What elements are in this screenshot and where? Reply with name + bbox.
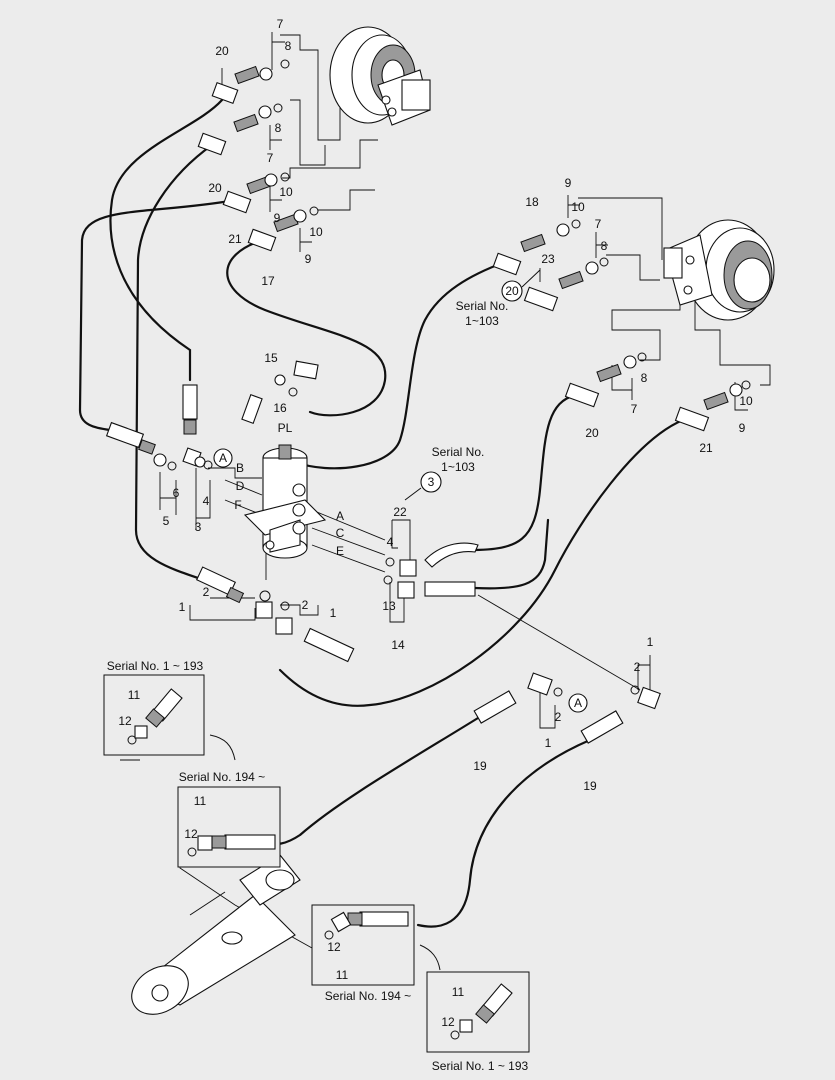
serial-note: Serial No. <box>456 299 509 313</box>
part-number: 7 <box>595 217 602 231</box>
port-label-a-right: A <box>336 509 344 523</box>
part-number: 11 <box>128 688 141 702</box>
part-number: 12 <box>184 827 198 841</box>
hose-20-upper <box>109 98 224 382</box>
part-number: 13 <box>382 599 396 613</box>
part-number: 19 <box>473 759 487 773</box>
part-number: 20 <box>215 44 229 58</box>
callout-20-circle <box>501 280 523 302</box>
part-number: 9 <box>739 421 746 435</box>
serial-note-box-1: Serial No. 1 ~ 193 <box>107 659 204 673</box>
swivel-joint <box>243 444 327 559</box>
part-number: 8 <box>601 239 608 253</box>
part-number: 10 <box>279 185 293 199</box>
port-A-left-circle <box>213 448 233 468</box>
port-label-e: E <box>336 544 344 558</box>
part-number: 12 <box>327 940 341 954</box>
travel-motor-top <box>329 26 431 126</box>
inset-box-3 <box>311 904 415 986</box>
part-number: 8 <box>641 371 648 385</box>
hoses <box>78 98 685 928</box>
callout-20: 20 <box>505 284 519 298</box>
part-number: 3 <box>195 520 202 534</box>
boom-cylinder <box>131 854 301 1015</box>
serial-note-box-2: Serial No. 194 ~ <box>179 770 265 784</box>
inset-box-1 <box>103 674 205 756</box>
part-number: 7 <box>277 17 284 31</box>
part-number: 22 <box>393 505 407 519</box>
part-number: 20 <box>208 181 222 195</box>
part-number: 20 <box>585 426 599 440</box>
part-number: 2 <box>203 585 210 599</box>
serial-note: Serial No. <box>432 445 485 459</box>
callout-3-circle <box>420 471 442 493</box>
hose-19-left <box>268 716 480 846</box>
port-label-c: C <box>336 526 345 540</box>
part-number: 2 <box>634 660 641 674</box>
part-number: 9 <box>565 176 572 190</box>
transfer-arrow-left <box>209 734 236 761</box>
part-number: 2 <box>302 598 309 612</box>
part-number: 8 <box>275 121 282 135</box>
hose-18 <box>293 260 507 470</box>
port-label-f: F <box>234 498 241 512</box>
part-number: 23 <box>541 252 555 266</box>
hose-20-right <box>468 393 578 552</box>
part-number: 18 <box>525 195 539 209</box>
part-number: 8 <box>285 39 292 53</box>
part-number: 9 <box>305 252 312 266</box>
hose-21-left <box>78 198 238 432</box>
part-number: 7 <box>631 402 638 416</box>
hose-19-right <box>416 738 592 928</box>
part-number: 21 <box>699 441 713 455</box>
part-number: 1 <box>545 736 552 750</box>
serial-note-box-3: Serial No. 194 ~ <box>325 989 411 1003</box>
labels: 20 7 8 8 7 20 10 9 21 10 9 17 9 10 18 7 … <box>107 17 753 1073</box>
part-number: 2 <box>555 710 562 724</box>
part-number: 5 <box>163 514 170 528</box>
part-number: 7 <box>267 151 274 165</box>
port-label-pl: PL <box>278 421 293 435</box>
hose-right-lower <box>473 518 550 590</box>
port-label-a: A <box>219 451 227 465</box>
inset-box-2 <box>177 786 281 868</box>
part-number: 4 <box>203 494 210 508</box>
part-number: 15 <box>264 351 278 365</box>
part-number: 10 <box>309 225 323 239</box>
part-number: 11 <box>194 794 207 808</box>
part-number: 1 <box>647 635 654 649</box>
part-number: 4 <box>387 535 394 549</box>
part-number: 10 <box>571 200 585 214</box>
part-number: 11 <box>336 968 349 982</box>
part-number: 11 <box>452 985 465 999</box>
part-number: 16 <box>273 401 287 415</box>
part-number: 12 <box>118 714 132 728</box>
serial-note-box-4: Serial No. 1 ~ 193 <box>432 1059 529 1073</box>
fittings <box>105 59 751 744</box>
part-number: 12 <box>441 1015 455 1029</box>
part-number: 1 <box>179 600 186 614</box>
transfer-arrow-right <box>419 944 441 971</box>
part-number: 6 <box>173 486 180 500</box>
travel-motor-right <box>663 219 775 321</box>
hose-20-second <box>134 143 214 584</box>
port-A-lower-circle <box>568 693 588 713</box>
hose-17 <box>226 238 387 417</box>
callout-3: 3 <box>428 475 435 489</box>
serial-note: 1~103 <box>465 314 499 328</box>
serial-note: 1~103 <box>441 460 475 474</box>
part-number: 14 <box>391 638 405 652</box>
part-number: 17 <box>261 274 275 288</box>
inset-box-4 <box>426 971 530 1053</box>
part-number: 9 <box>274 211 281 225</box>
part-number: 10 <box>739 394 753 408</box>
port-label-d: D <box>236 479 245 493</box>
part-number: 21 <box>228 232 242 246</box>
part-number: 1 <box>330 606 337 620</box>
part-number: 19 <box>583 779 597 793</box>
port-label-b: B <box>236 461 244 475</box>
port-label-a-lower: A <box>574 696 582 710</box>
hose-21-right <box>278 418 685 707</box>
